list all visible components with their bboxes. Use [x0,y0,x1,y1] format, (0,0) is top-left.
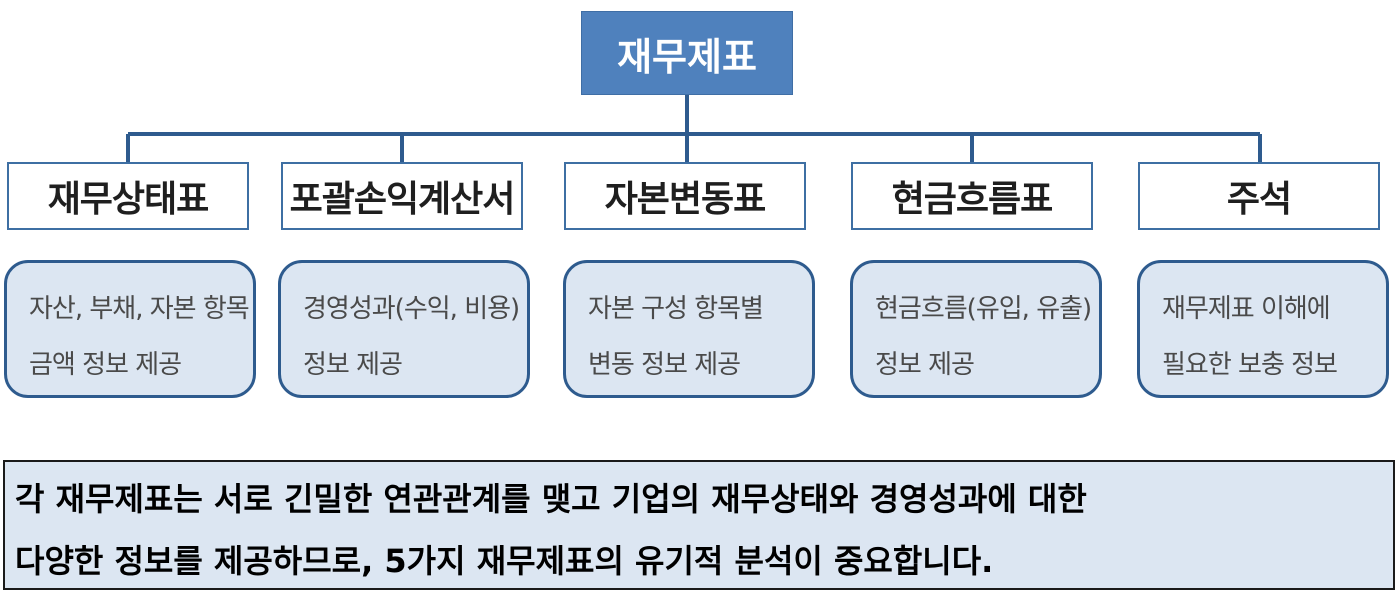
statement-title: 재무상태표 [47,179,210,220]
description-line: 변동 정보 제공 [588,350,741,380]
statement-node-cash-flow: 현금흐름표 [851,162,1093,230]
description-line: 재무제표 이해에 [1162,294,1331,324]
statement-node-equity-changes: 자본변동표 [564,162,806,230]
description-box-equity-changes: 자본 구성 항목별 변동 정보 제공 [563,260,815,398]
statement-title: 주석 [1226,179,1292,220]
summary-line: 각 재무제표는 서로 긴밀한 연관관계를 맺고 기업의 재무상태와 경영성과에 … [15,480,1087,518]
description-line: 정보 제공 [303,350,403,380]
description-box-income-statement: 경영성과(수익, 비용) 정보 제공 [278,260,530,398]
description-line: 경영성과(수익, 비용) [303,294,520,324]
root-label: 재무제표 [617,34,757,79]
description-box-notes: 재무제표 이해에 필요한 보충 정보 [1137,260,1389,398]
statement-title: 자본변동표 [604,179,767,220]
statement-node-balance-sheet: 재무상태표 [7,162,249,230]
description-box-cash-flow: 현금흐름(유입, 유출) 정보 제공 [850,260,1102,398]
statement-node-income-statement: 포괄손익계산서 [281,162,523,230]
summary-line: 다양한 정보를 제공하므로, 5가지 재무제표의 유기적 분석이 중요합니다. [15,542,994,580]
description-line: 정보 제공 [875,350,975,380]
description-box-balance-sheet: 자산, 부채, 자본 항목 금액 정보 제공 [4,260,256,398]
description-line: 필요한 보충 정보 [1162,350,1338,380]
root-node: 재무제표 [581,11,793,95]
description-line: 금액 정보 제공 [29,350,182,380]
statement-node-notes: 주석 [1138,162,1380,230]
statement-title: 포괄손익계산서 [289,179,516,220]
description-line: 자본 구성 항목별 [588,294,764,324]
summary-note: 각 재무제표는 서로 긴밀한 연관관계를 맺고 기업의 재무상태와 경영성과에 … [3,460,1395,590]
statement-title: 현금흐름표 [891,179,1054,220]
description-line: 현금흐름(유입, 유출) [875,294,1092,324]
description-line: 자산, 부채, 자본 항목 [29,294,250,324]
